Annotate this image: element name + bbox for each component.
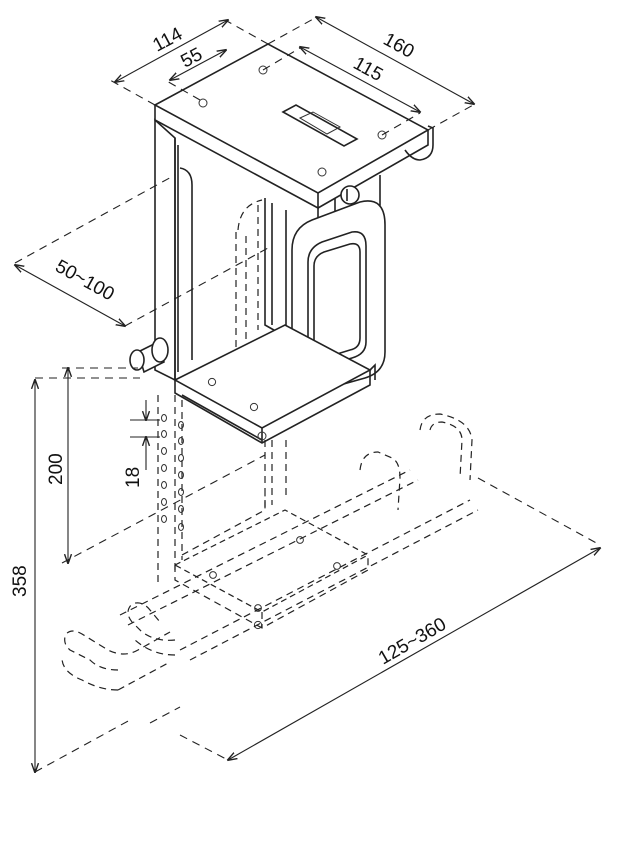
adjustment-holes — [161, 414, 184, 531]
label-50-100: 50~100 — [52, 256, 118, 305]
label-200: 200 — [46, 453, 67, 485]
adjustment-knob — [129, 337, 169, 374]
label-125-360: 125~360 — [375, 614, 450, 669]
label-115: 115 — [350, 53, 387, 86]
label-18: 18 — [123, 467, 144, 488]
label-160: 160 — [380, 29, 418, 63]
label-358: 358 — [10, 565, 31, 597]
bottom-shelf — [173, 324, 376, 444]
label-55: 55 — [177, 44, 206, 72]
dimension-lines — [15, 17, 600, 772]
